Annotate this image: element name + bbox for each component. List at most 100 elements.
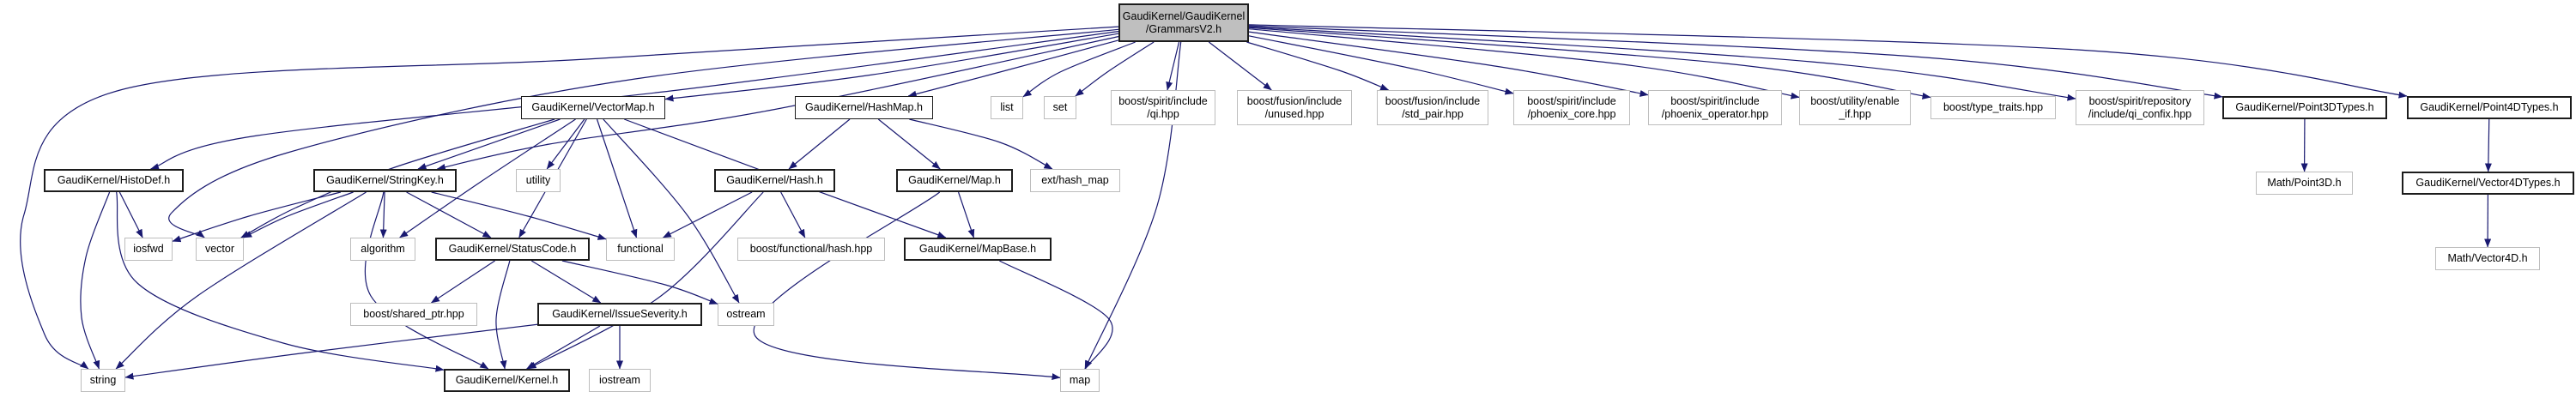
node-label-line: /std_pair.hpp — [1402, 107, 1464, 120]
edge-main-point3d_types — [1248, 25, 2223, 100]
node-label-line: /phoenix_core.hpp — [1527, 107, 1616, 120]
edge-main-string — [20, 26, 1119, 370]
edge-hashmap-ext_hash_map — [909, 118, 1053, 170]
edge-main-phoenix_core — [1248, 35, 1514, 95]
edge-stringkey-iosfwd — [172, 191, 342, 243]
node-label-line: map — [1069, 374, 1091, 387]
node-list: list — [991, 96, 1023, 119]
node-label-line: GaudiKernel/StatusCode.h — [448, 243, 577, 256]
node-label-line: boost/utility/enable — [1810, 94, 1900, 107]
node-vector4d_types[interactable]: GaudiKernel/Vector4DTypes.h — [2402, 172, 2574, 195]
edge-hash-boost_hash — [780, 191, 806, 238]
edge-histodef-string — [80, 191, 111, 370]
node-mapbase[interactable]: GaudiKernel/MapBase.h — [904, 238, 1052, 261]
node-label-line: GaudiKernel/GaudiKernel — [1122, 9, 1246, 22]
node-label-line: iostream — [599, 374, 640, 387]
node-kernel[interactable]: GaudiKernel/Kernel.h — [444, 369, 570, 392]
node-label-line: boost/shared_ptr.hpp — [363, 308, 464, 321]
node-label-line: GaudiKernel/HistoDef.h — [57, 174, 171, 187]
edge-main-qi_confix — [1248, 26, 2076, 101]
node-hash[interactable]: GaudiKernel/Hash.h — [714, 169, 835, 192]
node-ext_hash_map: ext/hash_map — [1030, 169, 1120, 192]
node-label-line: _if.hpp — [1839, 107, 1871, 120]
node-point4d_types[interactable]: GaudiKernel/Point4DTypes.h — [2407, 96, 2572, 119]
node-std_pair: boost/fusion/include/std_pair.hpp — [1377, 90, 1488, 125]
edge-hashmap-hash — [788, 118, 851, 170]
edge-main-enable_if — [1248, 28, 1800, 100]
node-stringkey[interactable]: GaudiKernel/StringKey.h — [313, 169, 457, 192]
node-hashmap[interactable]: GaudiKernel/HashMap.h — [795, 96, 933, 119]
edge-vectormap-ostream — [603, 118, 740, 304]
edge-hash-functional — [662, 191, 753, 238]
node-label-line: /unused.hpp — [1264, 107, 1324, 120]
node-label-line: GaudiKernel/StringKey.h — [326, 174, 444, 187]
node-label-line: set — [1052, 101, 1068, 114]
node-label-line: iosfwd — [133, 243, 164, 256]
node-label-line: boost/fusion/include — [1246, 94, 1343, 107]
edge-histodef-iosfwd — [118, 191, 143, 238]
edge-stringkey-algorithm — [379, 191, 387, 238]
edge-mapbase-map_std — [999, 260, 1113, 370]
node-label-line: GaudiKernel/HashMap.h — [805, 101, 923, 114]
edge-histodef-kernel — [116, 191, 445, 372]
node-label-line: GaudiKernel/Point4DTypes.h — [2420, 101, 2559, 114]
node-statuscode[interactable]: GaudiKernel/StatusCode.h — [435, 238, 590, 261]
edge-map_h-map_std — [753, 191, 1061, 381]
node-math_vector4d: Math/Vector4D.h — [2435, 247, 2540, 270]
node-vectormap[interactable]: GaudiKernel/VectorMap.h — [521, 96, 665, 119]
node-label-line: boost/fusion/include — [1385, 94, 1481, 107]
edge-main-point4d_types — [1248, 24, 2408, 99]
node-label-line: boost/spirit/repository — [2088, 94, 2191, 107]
node-phoenix_core: boost/spirit/include/phoenix_core.hpp — [1513, 90, 1630, 125]
node-algorithm: algorithm — [350, 238, 415, 261]
node-map_h[interactable]: GaudiKernel/Map.h — [896, 169, 1013, 192]
node-label-line: GaudiKernel/Kernel.h — [455, 374, 559, 387]
node-label-line: boost/spirit/include — [1118, 94, 1208, 107]
edge-stringkey-string — [115, 191, 367, 370]
edge-hashmap-map_h — [877, 118, 941, 170]
edge-main-std_pair — [1246, 41, 1390, 91]
edge-stringkey-statuscode — [406, 191, 492, 238]
edge-stringkey-kernel — [364, 191, 489, 370]
edge-main-type_traits — [1248, 27, 1931, 100]
edge-main-qi — [1166, 41, 1180, 91]
node-label-line: GaudiKernel/Map.h — [908, 174, 1001, 187]
edge-issueseverity-string — [124, 323, 538, 380]
node-map_std: map — [1060, 369, 1100, 392]
node-label-line: Math/Point3D.h — [2267, 177, 2342, 190]
node-label-line: boost/spirit/include — [1670, 94, 1760, 107]
node-histodef[interactable]: GaudiKernel/HistoDef.h — [44, 169, 184, 192]
node-math_point3d: Math/Point3D.h — [2256, 172, 2353, 195]
node-shared_ptr: boost/shared_ptr.hpp — [350, 303, 477, 326]
edge-hash-kernel — [527, 191, 764, 370]
node-ostream: ostream — [718, 303, 774, 326]
edge-statuscode-shared_ptr — [431, 260, 495, 304]
node-label-line: GaudiKernel/Point3DTypes.h — [2235, 101, 2374, 114]
edge-main-set — [1075, 41, 1155, 97]
node-label-line: algorithm — [361, 243, 405, 256]
node-point3d_types[interactable]: GaudiKernel/Point3DTypes.h — [2222, 96, 2387, 119]
edge-statuscode-kernel — [495, 260, 511, 370]
node-vector: vector — [196, 238, 244, 261]
node-issueseverity[interactable]: GaudiKernel/IssueSeverity.h — [537, 303, 702, 326]
node-iosfwd: iosfwd — [124, 238, 173, 261]
node-qi: boost/spirit/include/qi.hpp — [1111, 90, 1215, 125]
edge-main-list — [1022, 41, 1136, 98]
edge-main-phoenix_operator — [1248, 31, 1649, 97]
edge-main-vectormap — [664, 33, 1119, 102]
node-label-line: ext/hash_map — [1041, 174, 1109, 187]
node-label-line: boost/functional/hash.hpp — [749, 243, 873, 256]
node-label-line: GaudiKernel/Vector4DTypes.h — [2415, 177, 2561, 190]
node-label-line: ostream — [726, 308, 766, 321]
node-boost_hash: boost/functional/hash.hpp — [737, 238, 885, 261]
node-iostream: iostream — [589, 369, 651, 392]
edge-point4d_types-vector4d_types — [2484, 118, 2492, 172]
node-label-line: GaudiKernel/MapBase.h — [918, 243, 1037, 256]
edge-main-hashmap — [907, 39, 1119, 98]
edge-map_h-mapbase — [957, 191, 975, 238]
node-label-line: /GrammarsV2.h — [1145, 22, 1222, 35]
node-phoenix_operator: boost/spirit/include/phoenix_operator.hp… — [1648, 90, 1782, 125]
